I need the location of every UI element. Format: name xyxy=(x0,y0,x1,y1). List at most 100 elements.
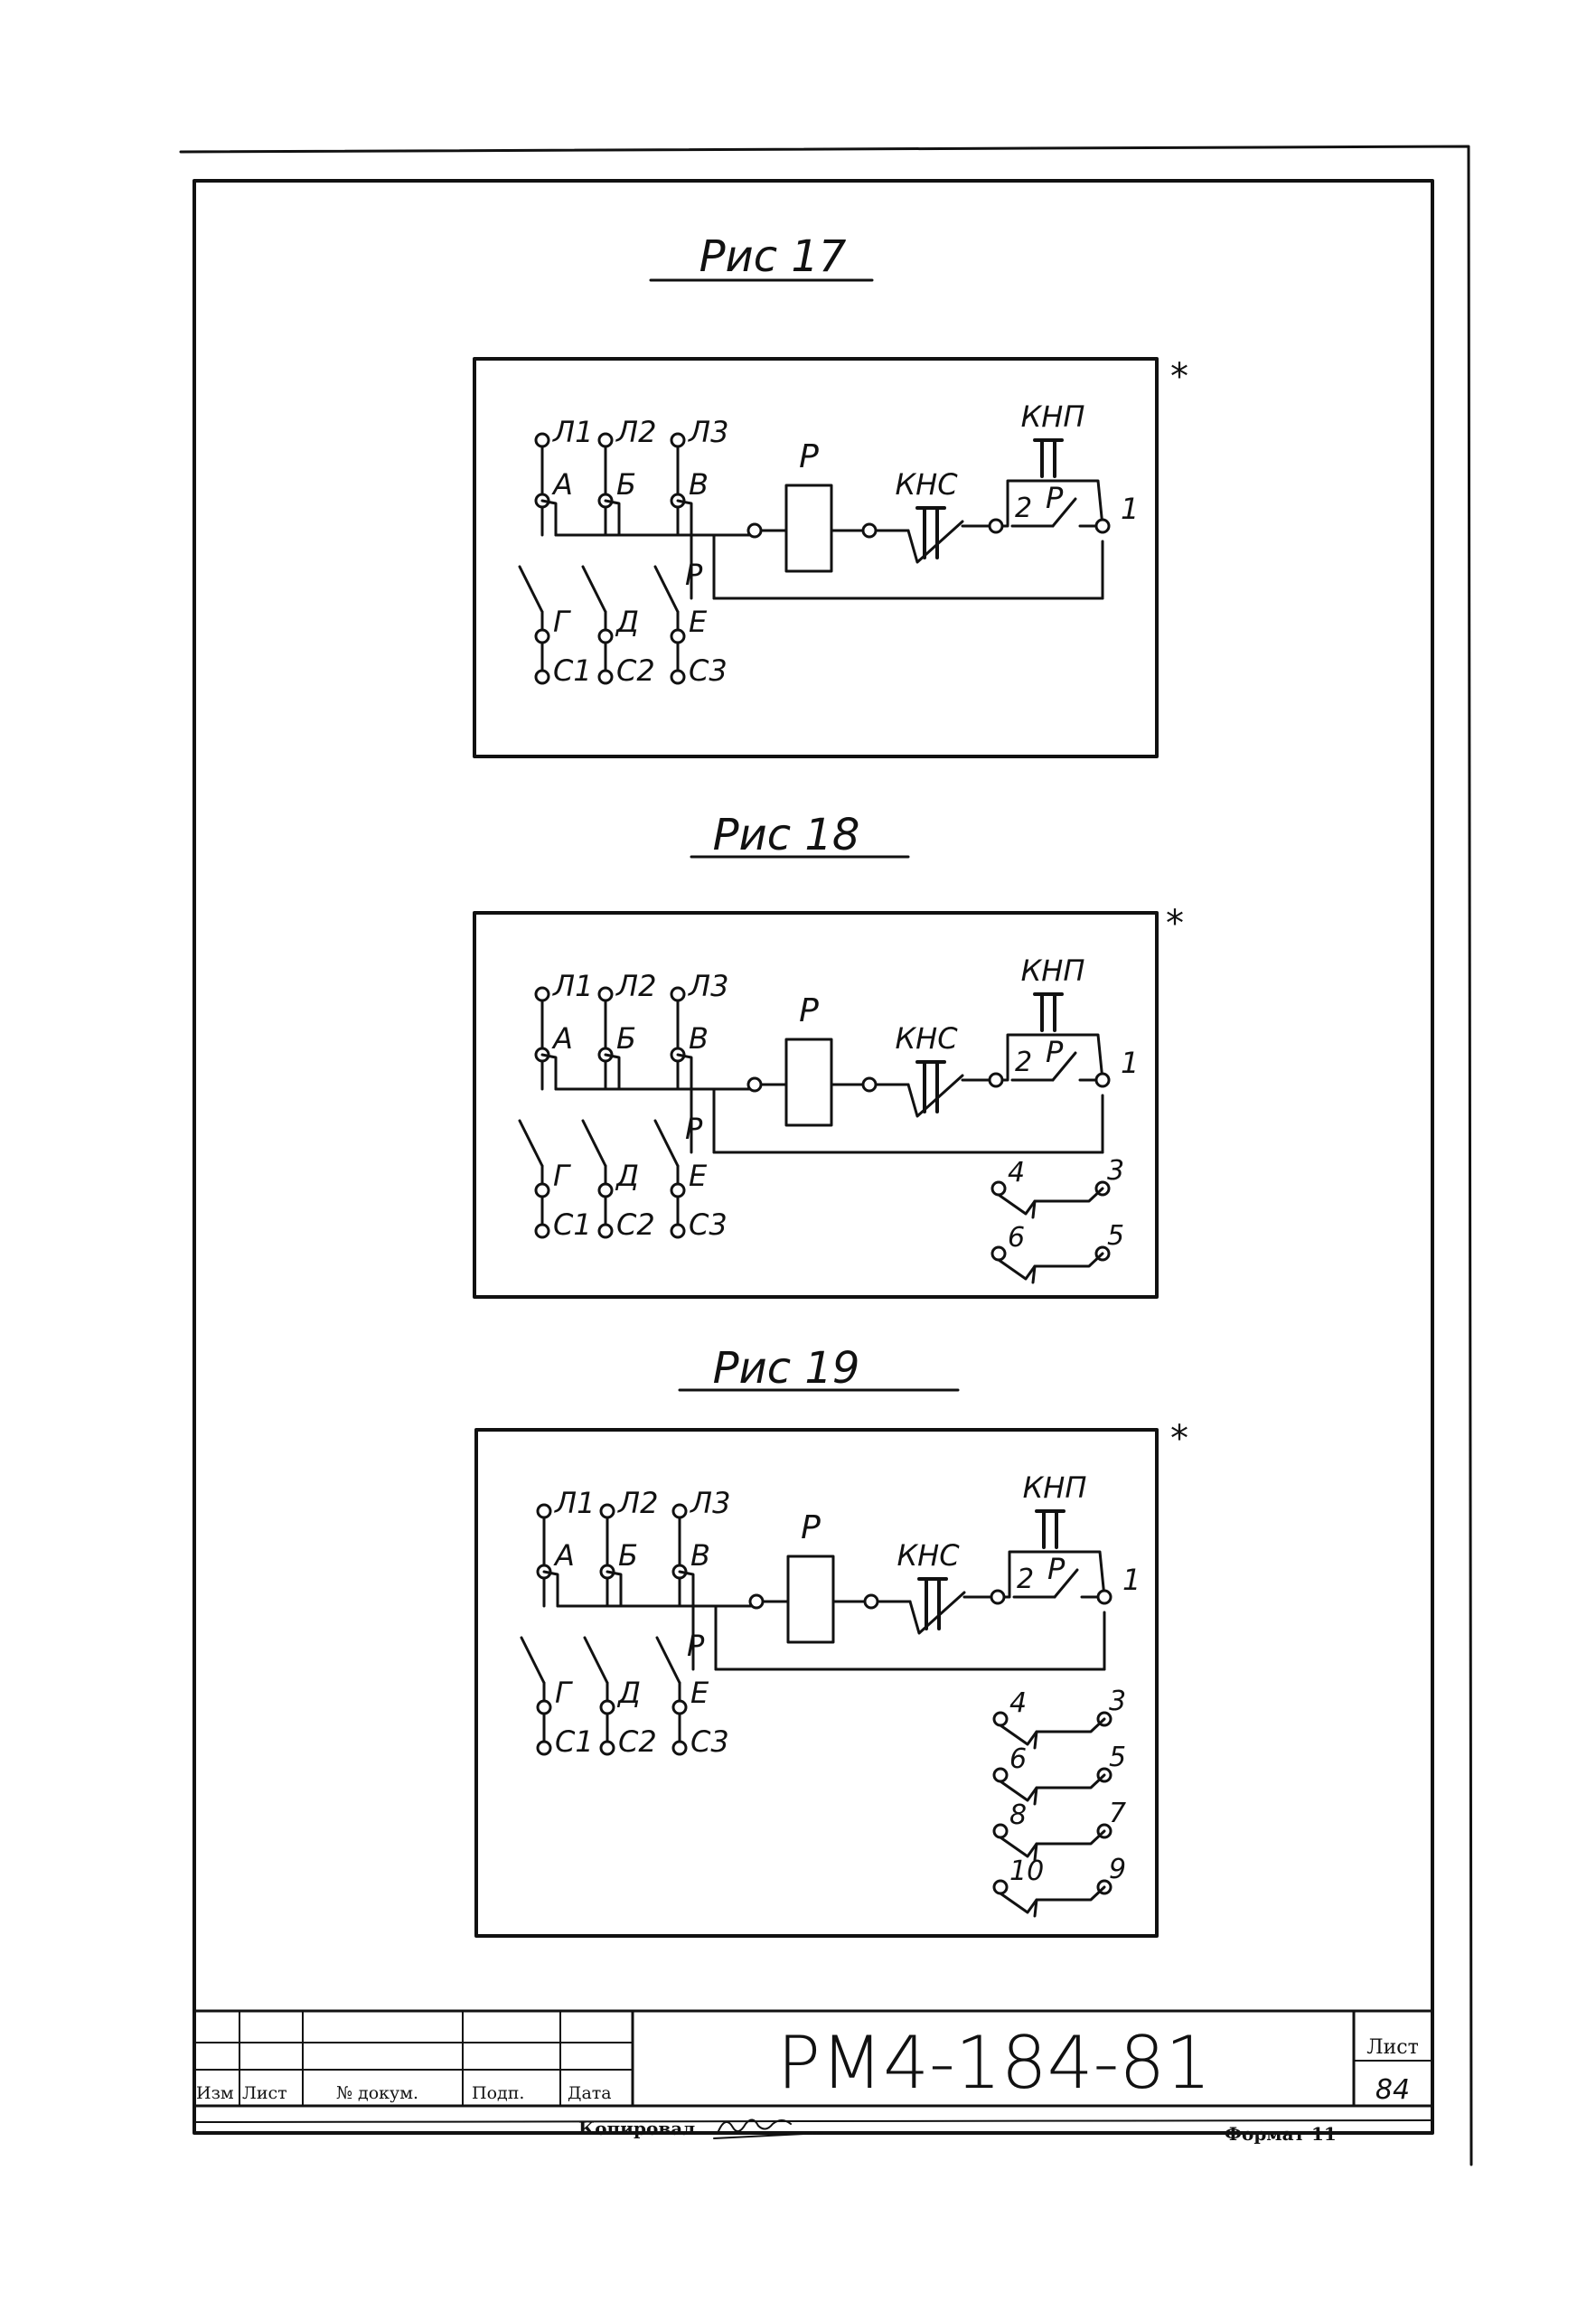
outer-frame xyxy=(179,145,1473,2166)
aux-label-right: 5 xyxy=(1109,1742,1126,1773)
output-label: С2 xyxy=(618,1724,657,1759)
sheet-label: Лист xyxy=(1366,2036,1419,2059)
line-label: Л2 xyxy=(617,1486,658,1520)
contact-lower-label: Е xyxy=(689,605,708,639)
header-list: Лист xyxy=(242,2083,287,2103)
contact-lower-label: Г xyxy=(553,1159,571,1193)
stop-button-label: КНС xyxy=(895,467,958,502)
line-label: Л1 xyxy=(554,1486,595,1520)
aux-terminal xyxy=(992,1879,1009,1895)
line-terminal xyxy=(597,986,614,1002)
start-button-icon xyxy=(1033,992,1064,1032)
coil-terminal xyxy=(746,1076,763,1093)
aux-contact-hook xyxy=(1031,1264,1037,1284)
switch-terminal xyxy=(534,628,550,644)
aux-contact xyxy=(999,1829,1106,1858)
contact-upper-label: А xyxy=(553,1538,575,1573)
relay-contact-lower-label: Р xyxy=(687,1629,705,1663)
start-button-icon xyxy=(1035,1509,1066,1549)
contact-lower-label: Г xyxy=(555,1676,573,1710)
switch-blade xyxy=(518,565,544,614)
switch-blade xyxy=(583,1636,609,1685)
revision-star: * xyxy=(1166,903,1184,944)
start-node xyxy=(988,1072,1004,1088)
bus-tap xyxy=(676,1053,693,1091)
stop-button-icon xyxy=(917,1577,948,1630)
start-contact-label: Р xyxy=(1046,481,1064,515)
figure-title: Рис 18 xyxy=(713,810,860,860)
aux-contact-hook xyxy=(1033,1898,1038,1918)
switch-blade xyxy=(655,1636,681,1685)
switch-terminal xyxy=(670,1182,686,1198)
start-contact-number: 2 xyxy=(1015,1047,1032,1078)
bus-tap xyxy=(678,1570,695,1608)
bus-tap xyxy=(676,499,693,537)
aux-label-left: 6 xyxy=(1009,1743,1027,1775)
aux-terminal xyxy=(990,1245,1007,1262)
aux-label-left: 6 xyxy=(1008,1222,1025,1254)
contact-lower-label: Д xyxy=(615,1159,639,1193)
contact-lower-label: Д xyxy=(615,605,639,639)
aux-terminal xyxy=(992,1711,1009,1727)
contact-lower-label: Г xyxy=(553,605,571,639)
aux-contact-hook xyxy=(1033,1842,1038,1862)
line-terminal xyxy=(534,986,550,1002)
output-label: С3 xyxy=(689,1207,728,1242)
aux-label-right: 5 xyxy=(1107,1220,1124,1252)
line-terminal xyxy=(534,432,550,448)
relay-coil xyxy=(786,1555,835,1644)
switch-blade xyxy=(653,1119,680,1168)
bus-tap xyxy=(542,1570,559,1608)
switch-blade xyxy=(520,1636,546,1685)
line-label: Л1 xyxy=(552,415,593,449)
aux-contact-hook xyxy=(1033,1730,1038,1750)
stop-contact xyxy=(906,1074,964,1118)
stop-contact xyxy=(908,1591,966,1635)
start-node xyxy=(990,1589,1006,1605)
output-label: С3 xyxy=(690,1724,729,1759)
output-label: С2 xyxy=(616,653,655,688)
aux-contact-hook xyxy=(1031,1199,1037,1219)
line-label: Л2 xyxy=(615,415,656,449)
line-terminal xyxy=(536,1503,552,1519)
bus-tap xyxy=(540,1053,558,1091)
switch-blade xyxy=(653,565,680,614)
line-label: Л3 xyxy=(690,1486,730,1520)
aux-label-left: 10 xyxy=(1009,1855,1044,1887)
line-label: Л2 xyxy=(615,969,656,1003)
bus-tap xyxy=(604,499,621,537)
coil-label: Р xyxy=(799,438,819,475)
switch-terminal xyxy=(597,628,614,644)
aux-contact xyxy=(997,1252,1104,1281)
aux-contact-hook xyxy=(1033,1786,1038,1806)
node-terminal xyxy=(1094,518,1111,534)
switch-terminal xyxy=(670,628,686,644)
contact-upper-label: Б xyxy=(616,467,636,502)
header-date: Дата xyxy=(568,2083,612,2103)
aux-label-right: 3 xyxy=(1107,1155,1124,1187)
header-izm: Изм xyxy=(196,2083,234,2103)
line-terminal xyxy=(671,1503,688,1519)
figure-title: Рис 17 xyxy=(699,231,847,282)
stop-button-label: КНС xyxy=(895,1021,958,1056)
contact-upper-label: В xyxy=(689,467,709,502)
switch-terminal xyxy=(599,1699,615,1715)
aux-contact xyxy=(999,1773,1106,1802)
hold-contact-blade xyxy=(1051,497,1077,528)
start-contact-number: 2 xyxy=(1017,1564,1034,1595)
figure-box xyxy=(473,357,1159,758)
line-terminal xyxy=(599,1503,615,1519)
relay-coil xyxy=(784,1038,833,1127)
copier-signature xyxy=(713,2118,823,2139)
coil-terminal xyxy=(863,1593,879,1610)
output-terminal xyxy=(599,1740,615,1756)
aux-terminal xyxy=(992,1767,1009,1783)
output-label: С1 xyxy=(555,1724,594,1759)
coil-terminal xyxy=(861,1076,878,1093)
contact-upper-label: В xyxy=(689,1021,709,1056)
revision-star: * xyxy=(1170,1418,1188,1460)
output-terminal xyxy=(536,1740,552,1756)
